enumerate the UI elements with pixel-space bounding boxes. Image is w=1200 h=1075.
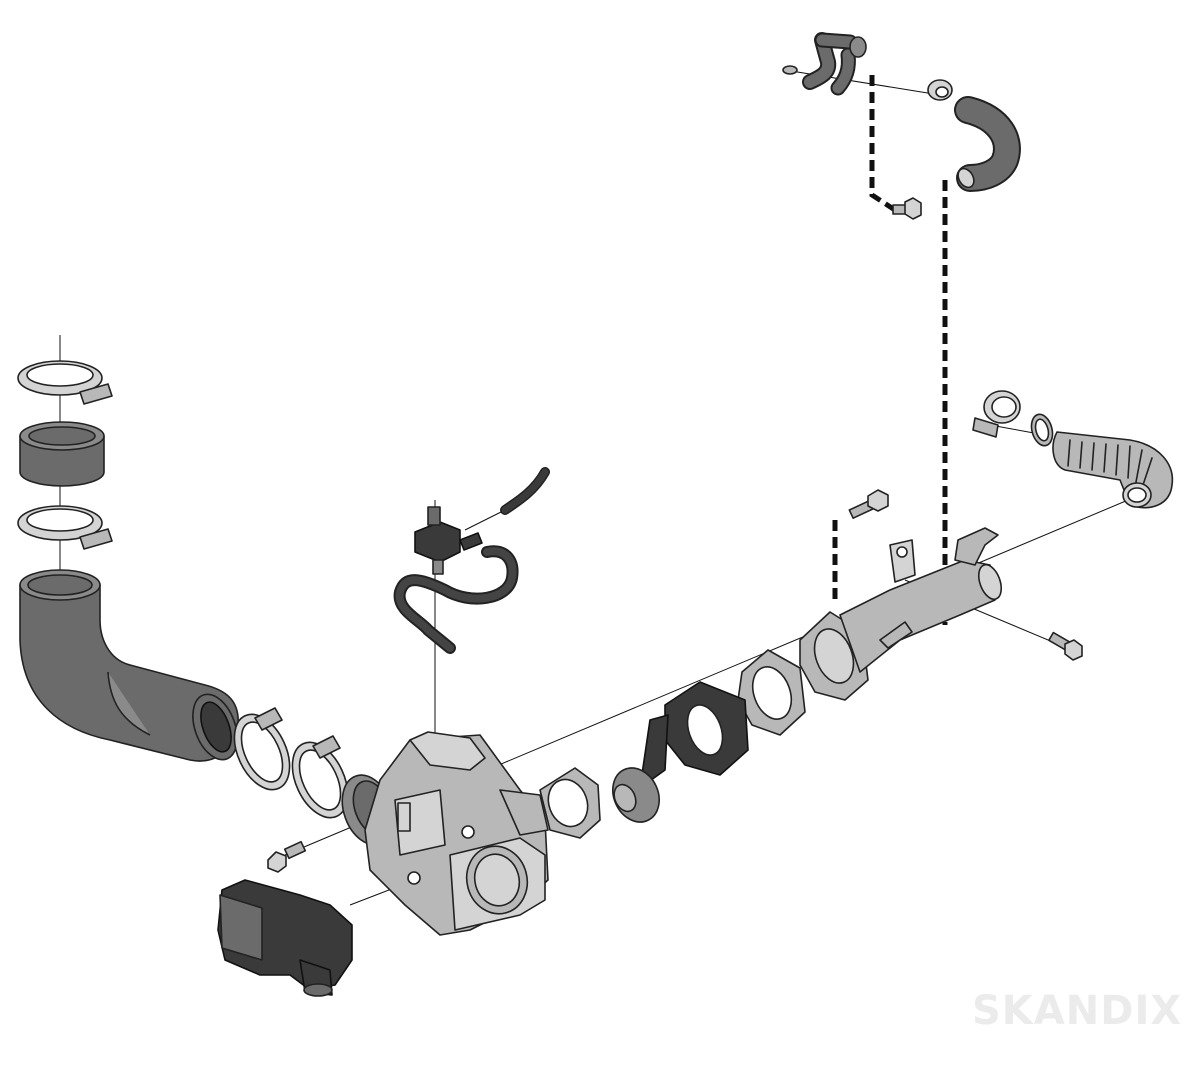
flap-sensor	[612, 767, 660, 823]
egr-gasket-mid	[737, 649, 806, 736]
egr-valve-housing	[341, 731, 549, 936]
flap-housing	[639, 681, 749, 789]
bent-intake-hose	[19, 569, 239, 762]
corrugated-hose-clamp	[972, 390, 1021, 438]
lower-hose-clamp	[17, 505, 113, 550]
mounting-bolt-top	[892, 197, 922, 220]
coolant-hose-clip	[927, 79, 953, 101]
coupling-sleeve	[19, 421, 105, 487]
corrugated-hose	[1052, 431, 1174, 509]
upper-hose-clamp	[17, 360, 113, 405]
assembly-axis-lines	[59, 69, 1141, 906]
vacuum-solenoid-valve	[414, 506, 483, 575]
egr-actuator-motor	[217, 879, 353, 997]
hose-clamp-left	[233, 707, 291, 791]
coolant-hose-upper-left	[782, 32, 867, 96]
mounting-bolt-top-left	[848, 489, 889, 519]
skandix-watermark: SKANDIX	[972, 988, 1183, 1034]
egr-gasket-small	[539, 767, 601, 839]
egr-cooler-pipe	[839, 527, 1003, 673]
mounting-bolt-right	[1048, 631, 1083, 661]
coolant-hose-upper-right	[954, 96, 1021, 192]
vacuum-hoses	[393, 467, 550, 654]
corrugated-hose-seal	[1030, 413, 1054, 447]
mounting-bolt-left	[267, 840, 307, 873]
dashed-connection-lines	[832, 75, 948, 625]
hose-clamp-right	[291, 735, 349, 819]
